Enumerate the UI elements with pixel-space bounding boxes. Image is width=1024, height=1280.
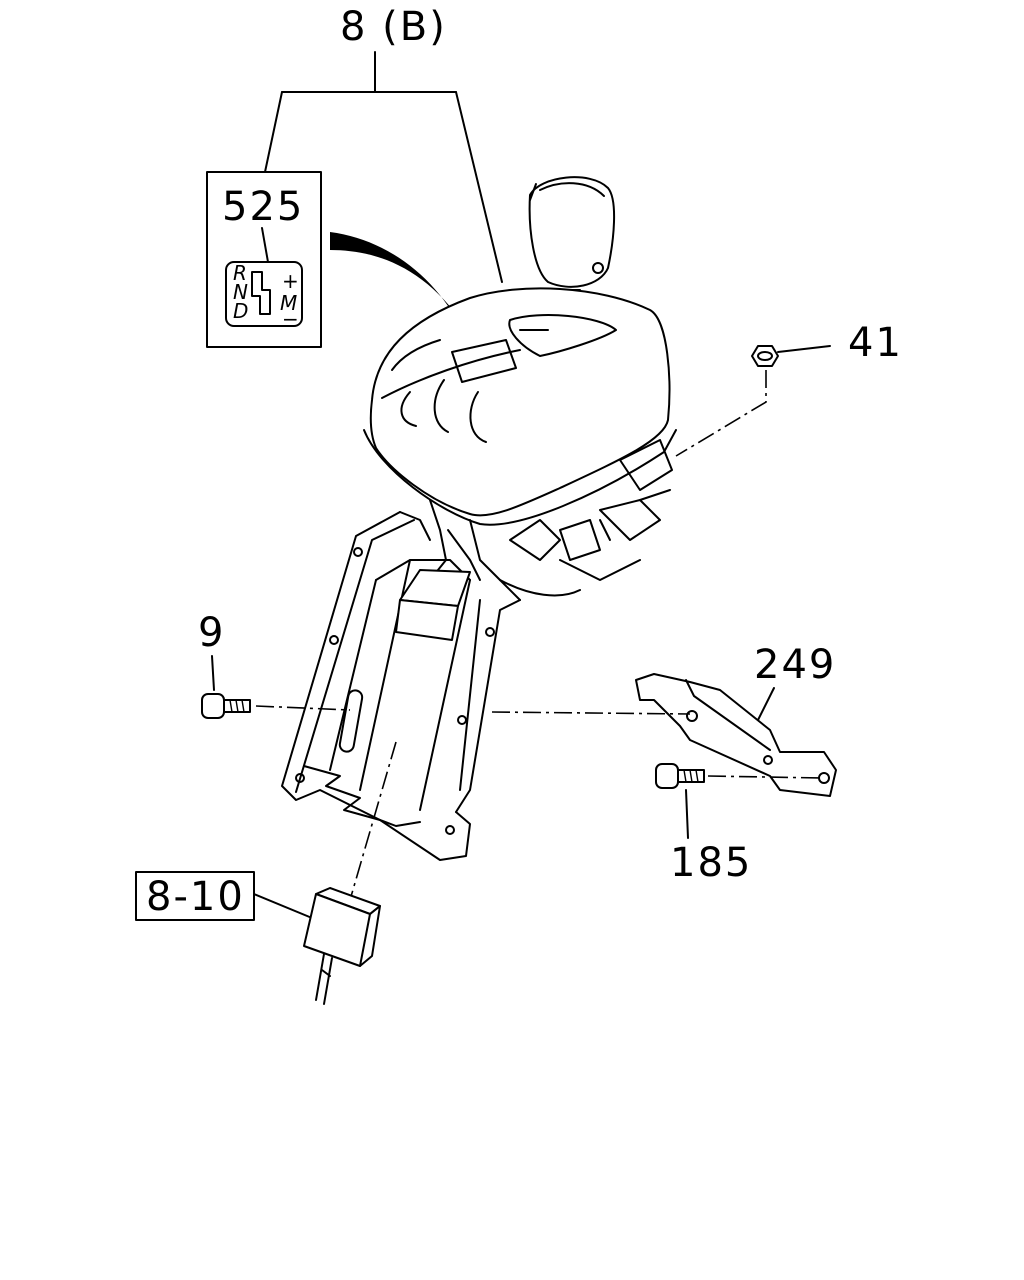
callout-bolt-185-leader xyxy=(685,789,689,839)
connector-centerline xyxy=(349,741,397,901)
shift-mechanism xyxy=(429,439,673,601)
shift-gate-decal: R N D + M − xyxy=(225,261,303,331)
pointer-arrow-icon xyxy=(330,232,470,338)
shift-console-housing xyxy=(363,287,677,526)
callout-connector-8-10: 8-10 xyxy=(146,874,245,920)
callout-assembly-8b: 8 (B) xyxy=(340,4,447,50)
callout-connector-box: 8-10 xyxy=(135,871,255,921)
nut-41-centerline xyxy=(675,370,767,457)
shift-label-d: D xyxy=(233,299,248,323)
callout-bolt-9-leader xyxy=(211,655,215,691)
callout-connector-leader xyxy=(253,893,313,919)
callout-label-525: 525 xyxy=(222,184,304,230)
shift-label-r: R xyxy=(233,261,247,285)
shift-label-minus: − xyxy=(282,307,299,331)
bracket-249 xyxy=(635,673,837,797)
bolt-9 xyxy=(201,693,251,719)
callout-nut-41: 41 xyxy=(848,320,903,366)
bracket-249-centerline xyxy=(491,711,691,715)
nut-41 xyxy=(751,345,779,367)
shift-label-plus: + xyxy=(282,269,299,293)
callout-bolt-9: 9 xyxy=(198,610,225,656)
connector-8-10 xyxy=(303,887,381,1005)
callout-nut-leader xyxy=(777,345,831,353)
bolt-185-centerline xyxy=(707,775,823,779)
callout-bracket-249: 249 xyxy=(754,642,836,688)
callout-assembly-leader xyxy=(264,51,503,283)
label-525-panel: 525 R N D + M − xyxy=(206,171,322,348)
bolt-9-centerline xyxy=(255,705,351,711)
bolt-185 xyxy=(655,763,705,789)
shift-label-n: N xyxy=(233,280,248,304)
shift-label-m: M xyxy=(280,291,297,315)
callout-bolt-185: 185 xyxy=(670,840,752,886)
base-bracket xyxy=(281,511,521,861)
